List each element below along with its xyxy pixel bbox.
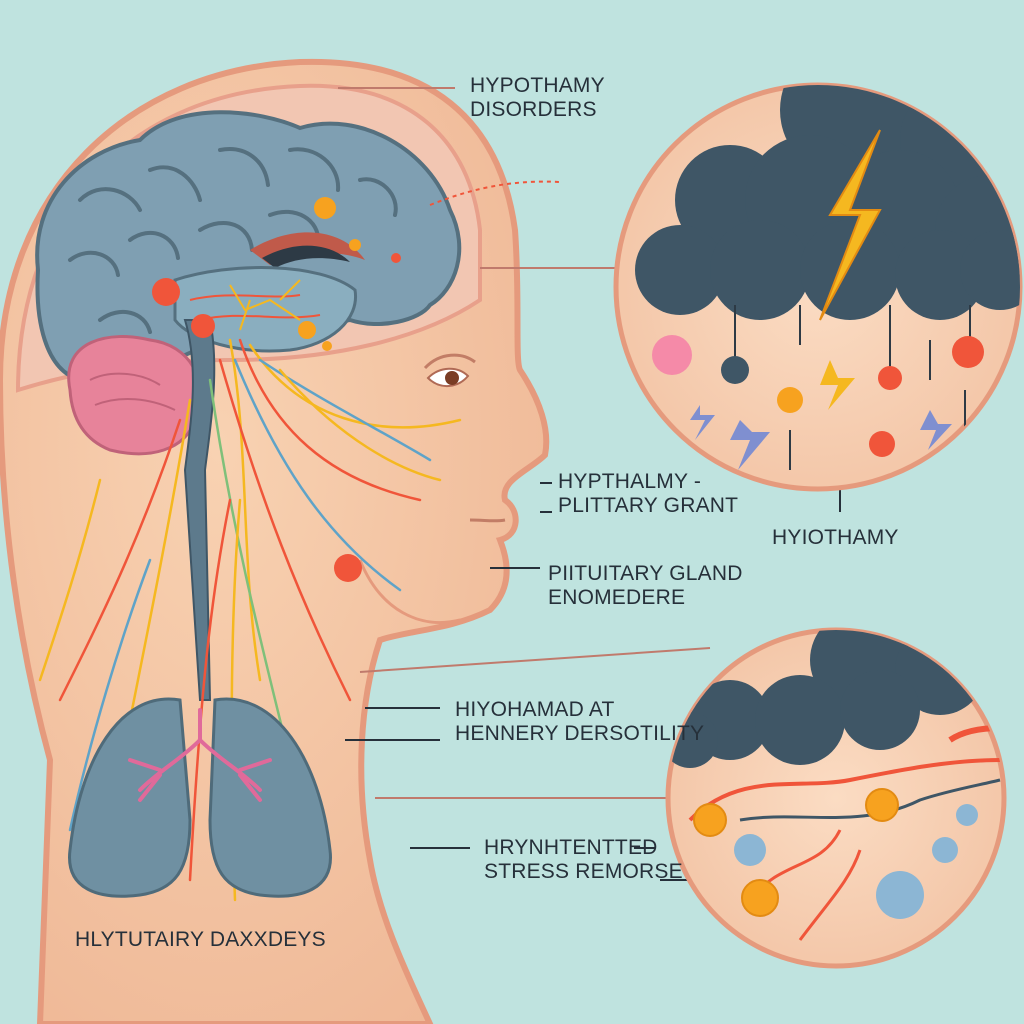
label-hypothalamic-density: HIYOHAMAD AT HENNERY DERSOTILITY — [455, 698, 704, 746]
hormone-dot-icon — [652, 335, 692, 375]
hormone-dot-icon — [932, 837, 958, 863]
hormone-dot-icon — [734, 834, 766, 866]
brain-icon — [35, 110, 462, 701]
lungs-icon — [68, 697, 332, 898]
lightning-icon — [820, 360, 855, 410]
label-pituitary-gland: PIITUITARY GLAND ENOMEDERE — [548, 562, 743, 610]
lightning-icon — [920, 410, 952, 450]
hormone-dot-icon — [693, 803, 727, 837]
hormone-dot-icon — [314, 197, 336, 219]
rain-lines — [734, 305, 971, 470]
hormone-dot-icon — [191, 314, 215, 338]
label-line: HRYNHTENTTED — [484, 836, 658, 859]
hormone-dot-icon — [878, 366, 902, 390]
label-hypothalamus-circle: HYIOTHAMY — [772, 526, 899, 549]
label-line: HYPTHALMY - — [558, 470, 702, 493]
hormone-dot-icon — [391, 253, 401, 263]
hormone-dot-icon — [152, 278, 180, 306]
label-pituitary-disorders: HLYTUTAIRY DAXXDEYS — [75, 928, 326, 951]
label-line: PLITTARY GRANT — [558, 494, 739, 517]
hormone-dot-icon — [865, 788, 899, 822]
leader-lines — [338, 87, 841, 881]
hormone-dot-icon — [322, 341, 332, 351]
hormone-dot-icon — [777, 387, 803, 413]
pupil — [445, 371, 459, 385]
lightning-icon — [819, 129, 882, 321]
hormone-dot-icon — [298, 321, 316, 339]
mouth — [469, 518, 506, 523]
lightning-icon — [730, 420, 770, 470]
lightning-icon — [690, 405, 715, 440]
label-line: HENNERY DERSOTILITY — [455, 722, 705, 745]
label-line: HYPOTHAMY — [470, 74, 605, 97]
spinal-stem — [183, 319, 216, 701]
stress-circle-bottom — [665, 627, 1007, 969]
hormone-dot-icon — [952, 336, 984, 368]
storm-cloud-icon — [635, 85, 1020, 320]
hormone-dot-icon — [349, 239, 361, 251]
hormone-dot-icon — [869, 431, 895, 457]
hormone-dot-icon — [721, 356, 749, 384]
label-line: DISORDERS — [470, 98, 597, 121]
label-stress-response: HRYNHTENTTED STRESS REMORSE — [484, 836, 683, 884]
storm-circle-top — [613, 82, 1023, 492]
label-hypothalamus-disorders: HYPOTHAMY DISORDERS — [470, 74, 605, 122]
label-line: PIITUITARY GLAND — [548, 562, 743, 585]
hormone-dot-icon — [876, 871, 924, 919]
pituitary-gland — [67, 335, 202, 456]
label-line: STRESS REMORSE — [484, 860, 683, 883]
hormone-dot-icon — [956, 804, 978, 826]
label-line: ENOMEDERE — [548, 586, 686, 609]
label-line: HIYOHAMAD AT — [455, 698, 615, 721]
label-hypothalamus-pituitary: HYPTHALMY - PLITTARY GRANT — [558, 470, 738, 518]
hormone-dot-icon — [741, 879, 779, 917]
hormone-dot-icon — [334, 554, 362, 582]
